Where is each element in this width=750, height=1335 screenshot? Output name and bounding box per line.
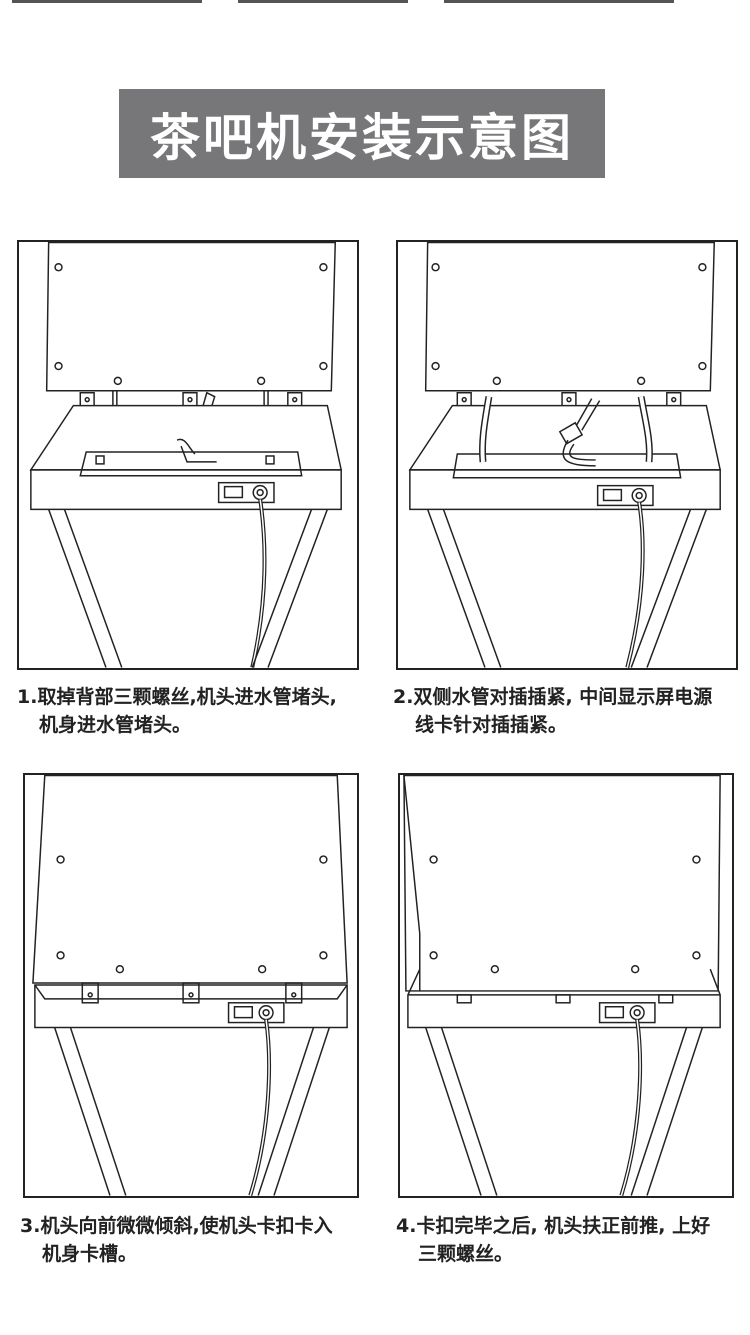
step-3-line2: 机身卡槽。 [42, 1243, 138, 1265]
step-2-diagram [396, 240, 738, 670]
step-4-line1: 4.卡扣完毕之后, 机头扶正前推, 上好 [396, 1215, 711, 1237]
step-4-diagram [398, 773, 734, 1198]
step-4-line2: 三颗螺丝。 [418, 1243, 514, 1265]
step-1-line1: 1.取掉背部三颗螺丝,机头进水管堵头, [17, 686, 337, 708]
top-decorative-strip [0, 0, 750, 6]
step-2-line1: 2.双侧水管对插插紧, 中间显示屏电源 [393, 686, 713, 708]
step-1-caption: 1.取掉背部三颗螺丝,机头进水管堵头, 机身进水管堵头。 [17, 683, 337, 739]
step-1-line2: 机身进水管堵头。 [39, 714, 192, 736]
step-2-line2: 线卡针对插插紧。 [415, 714, 568, 736]
step-4-caption: 4.卡扣完毕之后, 机头扶正前推, 上好 三颗螺丝。 [396, 1212, 710, 1268]
step-3-diagram [23, 773, 359, 1198]
step-2-caption: 2.双侧水管对插插紧, 中间显示屏电源 线卡针对插插紧。 [393, 683, 712, 739]
step-3-line1: 3.机头向前微微倾斜,使机头卡扣卡入 [20, 1215, 333, 1237]
step-1-diagram [17, 240, 359, 670]
title-banner: 茶吧机安装示意图 [119, 89, 605, 178]
step-3-caption: 3.机头向前微微倾斜,使机头卡扣卡入 机身卡槽。 [20, 1212, 333, 1268]
page-title: 茶吧机安装示意图 [150, 108, 574, 167]
